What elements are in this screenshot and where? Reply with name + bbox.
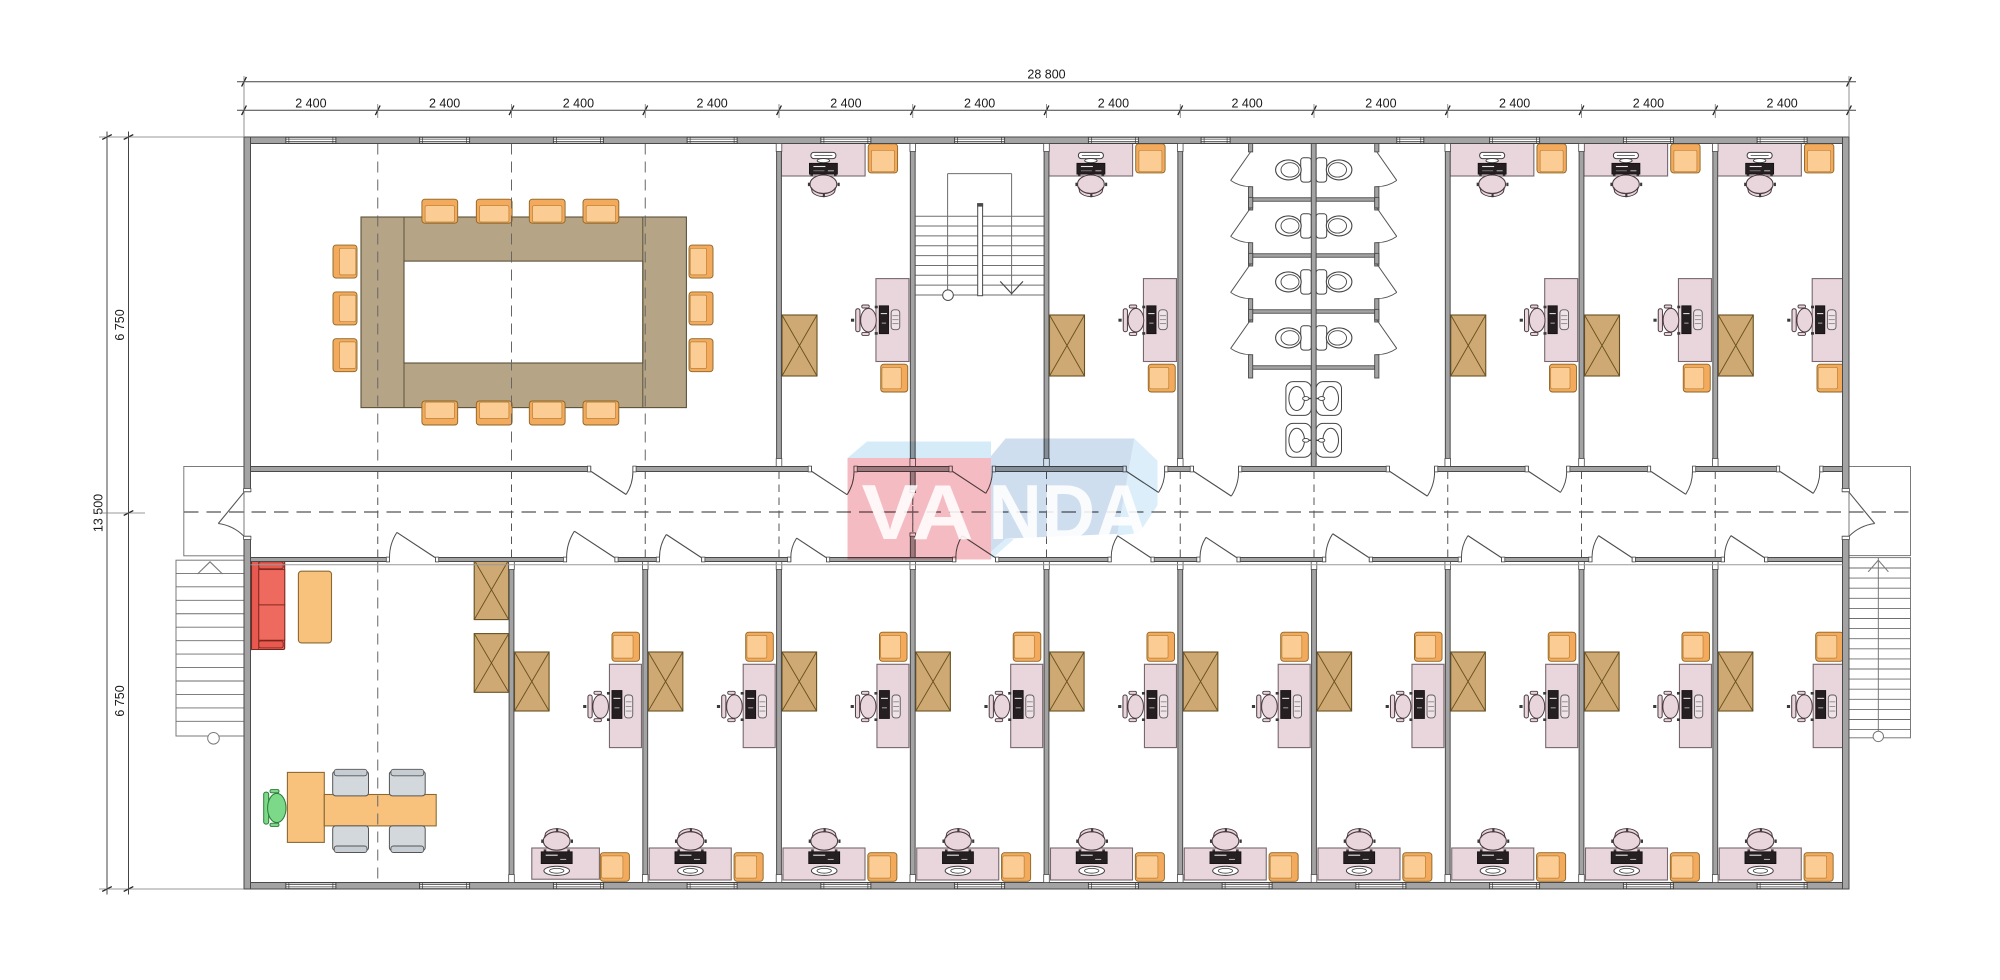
svg-text:6 750: 6 750 (113, 685, 127, 716)
svg-text:6 750: 6 750 (113, 309, 127, 340)
svg-text:2 400: 2 400 (696, 96, 727, 110)
svg-text:2 400: 2 400 (1766, 96, 1797, 110)
svg-text:2 400: 2 400 (429, 96, 460, 110)
svg-text:2 400: 2 400 (1633, 96, 1664, 110)
svg-text:28 800: 28 800 (1027, 68, 1065, 82)
svg-text:2 400: 2 400 (964, 96, 995, 110)
svg-text:2 400: 2 400 (295, 96, 326, 110)
svg-text:2 400: 2 400 (1231, 96, 1262, 110)
svg-text:2 400: 2 400 (563, 96, 594, 110)
svg-text:13 500: 13 500 (92, 494, 106, 532)
svg-text:VA: VA (862, 470, 974, 556)
svg-text:2 400: 2 400 (1365, 96, 1396, 110)
svg-text:2 400: 2 400 (830, 96, 861, 110)
svg-text:NDA: NDA (989, 470, 1149, 556)
svg-text:2 400: 2 400 (1499, 96, 1530, 110)
svg-text:2 400: 2 400 (1098, 96, 1129, 110)
